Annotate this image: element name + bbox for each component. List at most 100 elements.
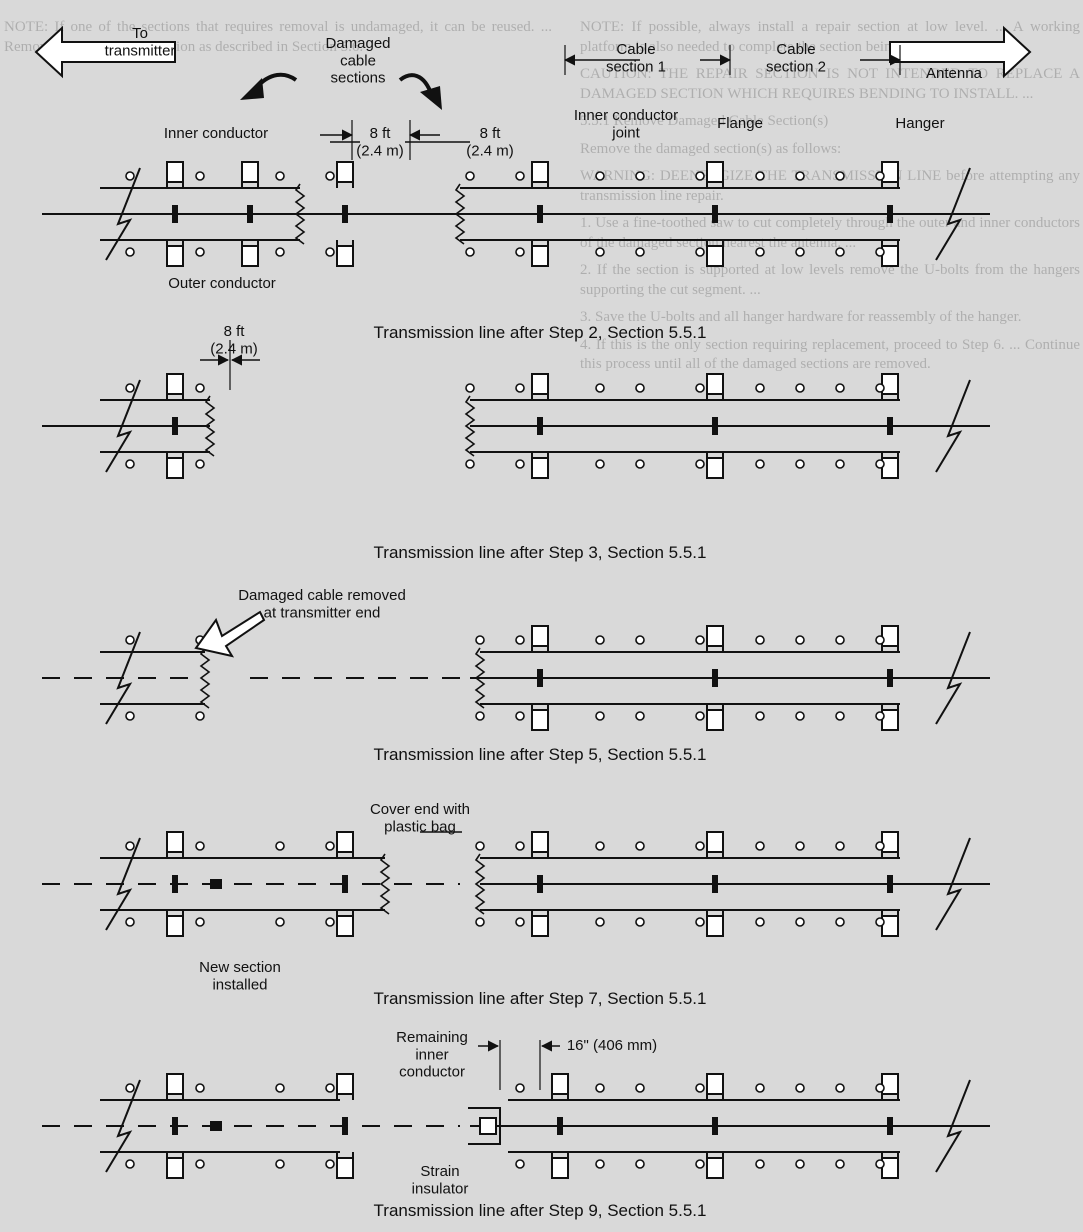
flange-top — [336, 831, 354, 853]
hanger-bolt — [755, 1083, 765, 1093]
hanger-bolt — [795, 247, 805, 257]
label-line: Cable — [776, 41, 815, 58]
inner-conductor-joint — [342, 875, 348, 893]
hanger-bolt — [795, 383, 805, 393]
label-line: Inner conductor — [164, 125, 268, 142]
hanger-bolt — [595, 247, 605, 257]
hanger-bolt — [515, 841, 525, 851]
flange-bottom — [241, 245, 259, 267]
flange-top — [881, 373, 899, 395]
hanger-bolt — [875, 711, 885, 721]
label-line: (2.4 m) — [466, 142, 514, 159]
flange-bottom — [881, 1157, 899, 1179]
hanger-bolt — [595, 635, 605, 645]
inner-conductor-joint — [537, 875, 543, 893]
flange-bottom — [336, 915, 354, 937]
hanger-bolt — [695, 1159, 705, 1169]
hanger-bolt — [515, 1083, 525, 1093]
flange-top — [241, 161, 259, 183]
hanger-bolt — [875, 383, 885, 393]
hanger-bolt — [195, 917, 205, 927]
hanger-bolt — [595, 1159, 605, 1169]
flange-bottom — [531, 457, 549, 479]
caption-step3: Transmission line after Step 3, Section … — [374, 543, 707, 562]
hanger-bolt — [125, 1159, 135, 1169]
label-line: 8 ft — [370, 125, 392, 142]
break-symbol — [105, 837, 141, 931]
hanger-bolt — [125, 171, 135, 181]
inner-conductor-joint — [537, 417, 543, 435]
hanger-bolt — [755, 1159, 765, 1169]
break-symbol — [105, 167, 141, 261]
flange-top — [881, 1073, 899, 1095]
hanger-bolt — [515, 1159, 525, 1169]
hanger-bolt — [755, 459, 765, 469]
flange-bottom — [881, 915, 899, 937]
hanger-bolt — [325, 917, 335, 927]
inner-conductor-joint — [887, 669, 893, 687]
hanger-bolt — [835, 711, 845, 721]
inner-conductor-joint — [712, 417, 718, 435]
inner-conductor-joint — [887, 417, 893, 435]
label-line: Damaged cable removed — [238, 587, 406, 604]
hanger-bolt — [755, 917, 765, 927]
flange-top — [706, 625, 724, 647]
hanger-bolt — [465, 459, 475, 469]
hanger-bolt — [835, 841, 845, 851]
hanger-bolt — [325, 1083, 335, 1093]
label-line: conductor — [399, 1064, 465, 1081]
inner-conductor-joint — [557, 1117, 563, 1135]
arrowhead — [240, 78, 264, 100]
hanger-bolt — [875, 635, 885, 645]
label-line: Transmission line after Step 2, Section … — [374, 323, 707, 342]
caption-step9: Transmission line after Step 9, Section … — [374, 1201, 707, 1220]
hanger-bolt — [125, 383, 135, 393]
label-line: Damaged — [325, 35, 390, 52]
label-line: inner — [415, 1046, 448, 1063]
hanger-bolt — [275, 917, 285, 927]
cut-edge — [204, 395, 216, 457]
hanger-bolt — [755, 247, 765, 257]
inner-conductor-joint — [537, 205, 543, 223]
hanger-bolt — [635, 917, 645, 927]
hanger-bolt — [195, 711, 205, 721]
inner-conductor-joint — [712, 669, 718, 687]
flange-top — [166, 161, 184, 183]
flange-bottom — [881, 245, 899, 267]
cut-edge — [474, 853, 486, 915]
hanger-bolt — [695, 841, 705, 851]
hanger-bolt — [325, 171, 335, 181]
hanger-bolt — [515, 459, 525, 469]
inner-conductor-joint — [712, 205, 718, 223]
strain-insulator — [479, 1117, 497, 1135]
hanger-bolt — [195, 841, 205, 851]
hanger-bolt — [325, 841, 335, 851]
label-dim-8ft-2: 8 ft(2.4 m) — [466, 125, 514, 159]
inner-conductor-joint — [887, 875, 893, 893]
hanger-bolt — [275, 247, 285, 257]
label-antenna: Antenna — [926, 65, 983, 82]
label-flange: Flange — [717, 115, 763, 132]
label-line: Transmission line after Step 7, Section … — [374, 989, 707, 1008]
hanger-bolt — [515, 635, 525, 645]
flange-top — [881, 625, 899, 647]
label-line: (2.4 m) — [210, 340, 258, 357]
hanger-bolt — [125, 1083, 135, 1093]
hanger-bolt — [755, 841, 765, 851]
hanger-bolt — [125, 841, 135, 851]
arrowhead — [420, 86, 442, 110]
hanger-bolt — [695, 247, 705, 257]
hanger-bolt — [635, 247, 645, 257]
flange-bottom — [336, 245, 354, 267]
flange-bottom — [531, 709, 549, 731]
flange-top — [531, 831, 549, 853]
hanger-bolt — [125, 635, 135, 645]
label-outer-conductor: Outer conductor — [168, 275, 276, 292]
new-section-joint — [210, 1121, 222, 1131]
hanger-bolt — [125, 711, 135, 721]
flange-top — [706, 831, 724, 853]
strain-insulator-box — [468, 1107, 501, 1145]
label-line: Transmission line after Step 3, Section … — [374, 543, 707, 562]
